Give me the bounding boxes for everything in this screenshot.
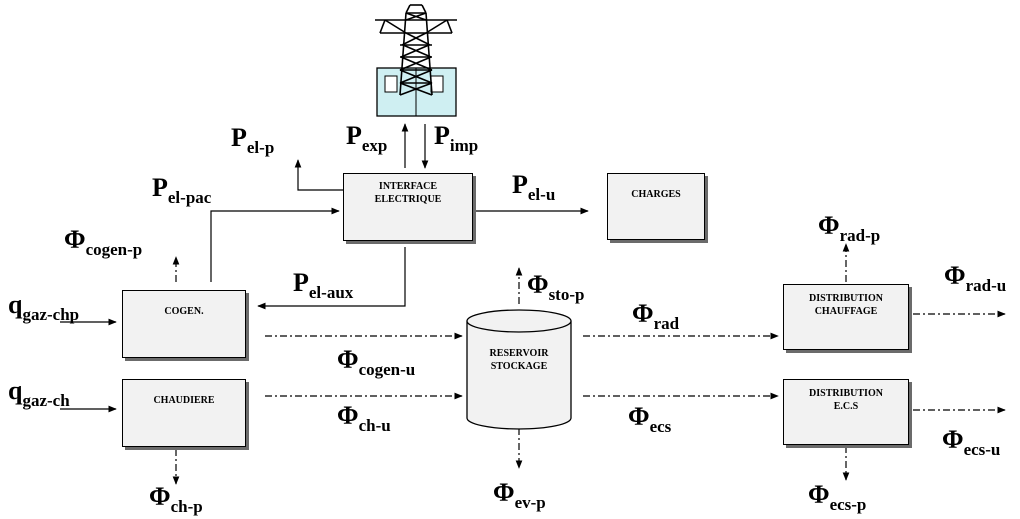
label-phi-rad: Φrad [632,299,680,333]
distribution-chauffage-box: DISTRIBUTION CHAUFFAGE [783,284,909,350]
thermal-flows [172,243,1006,485]
label-phi-ev-p: Φev-p [493,478,546,512]
arrow-p-el-pac [210,207,340,282]
interface-label-line2: ELECTRIQUE [374,194,442,205]
reservoir-line1: RESERVOIR [489,348,549,359]
charges-box: CHARGES [607,173,705,240]
label-q-gaz-chp: qgaz-chp [8,290,80,324]
arrow-p-el-aux [257,247,406,310]
reservoir-label: RESERVOIR STOCKAGE [469,347,569,373]
interface-label-line1: INTERFACE [378,181,438,192]
cogen-label: COGEN. [164,306,204,317]
dist-ecs-line1: DISTRIBUTION [809,388,883,399]
reservoir-tank [466,309,572,430]
label-phi-ecs-u: Φecs-u [942,425,1001,459]
dist-chauffage-line1: DISTRIBUTION [809,293,883,304]
label-phi-ecs-p: Φecs-p [808,480,867,514]
label-phi-sto-p: Φsto-p [527,270,585,304]
distribution-ecs-box: DISTRIBUTION E.C.S [783,379,909,445]
label-phi-ecs: Φecs [628,402,672,436]
label-p-imp: Pimp [434,121,479,155]
label-q-gaz-ch: qgaz-ch [8,376,70,410]
label-p-el-aux: Pel-aux [293,268,354,302]
cogen-box: COGEN. [122,290,246,358]
label-p-el-pac: Pel-pac [152,173,212,207]
charges-label: CHARGES [631,189,681,200]
label-p-exp: Pexp [346,121,388,155]
label-phi-ch-u: Φch-u [337,401,391,435]
label-phi-cogen-p: Φcogen-p [64,225,143,259]
interface-electrique-box: INTERFACE ELECTRIQUE [343,173,473,241]
dist-chauffage-line2: CHAUFFAGE [814,306,878,317]
dist-ecs-line2: E.C.S [833,401,859,412]
arrow-p-el-p [294,159,343,191]
chaudiere-box: CHAUDIERE [122,379,246,447]
label-phi-ch-p: Φch-p [149,482,203,516]
label-phi-cogen-u: Φcogen-u [337,345,416,379]
chaudiere-label: CHAUDIERE [153,395,215,406]
reservoir-line2: STOCKAGE [490,361,548,372]
label-p-el-u: Pel-u [512,170,556,204]
label-phi-rad-u: Φrad-u [944,261,1007,295]
label-phi-rad-p: Φrad-p [818,211,881,245]
label-p-el-p: Pel-p [231,123,275,157]
electricity-pylon-icon [375,4,457,117]
electric-flows [60,123,589,413]
